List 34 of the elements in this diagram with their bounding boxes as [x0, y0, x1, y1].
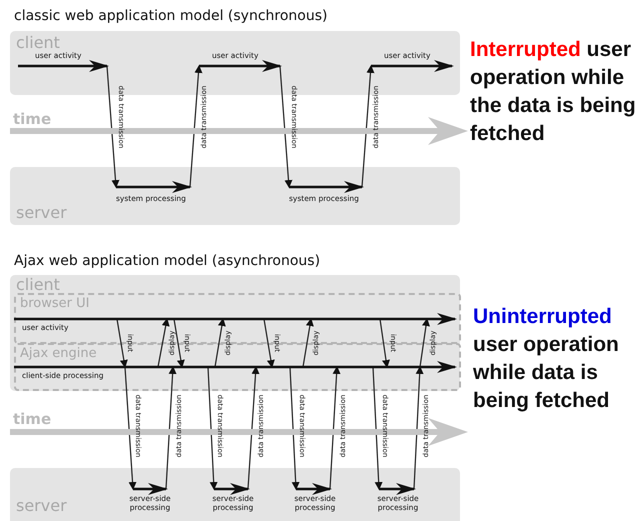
- lane-label: Ajax engine: [20, 347, 97, 360]
- arrow: [157, 318, 170, 368]
- axis-label: time: [13, 410, 52, 428]
- arrow: [124, 366, 137, 490]
- note-text: Interrupted user operation while the data is being fetched: [470, 37, 637, 147]
- lane-band: [10, 468, 460, 521]
- lane-label: server: [16, 205, 67, 221]
- arrow: [247, 366, 260, 490]
- arrow: [329, 366, 341, 490]
- arrow: [263, 318, 275, 368]
- arrow: [361, 65, 374, 188]
- arrow: [379, 318, 390, 368]
- arrow: [189, 65, 202, 188]
- arrow: [279, 66, 292, 188]
- section-heading: Ajax web application model (asynchronous): [14, 253, 320, 269]
- lane-label: server: [16, 498, 67, 514]
- arrow: [106, 66, 120, 188]
- lane-label: client: [16, 277, 60, 293]
- arrow: [116, 318, 128, 368]
- note-text: Uninterrupted user operation while data is being fetched: [473, 304, 620, 414]
- lane-label: client: [16, 35, 60, 51]
- lane-band: [10, 167, 460, 225]
- arrow: [302, 318, 314, 368]
- arrow: [289, 366, 300, 490]
- lane-band: [10, 275, 460, 391]
- arrow: [372, 366, 383, 490]
- lane-label: browser UI: [20, 297, 90, 310]
- arrow: [214, 318, 226, 368]
- arrow: [207, 366, 218, 490]
- arrow: [419, 318, 430, 368]
- axis-label: time: [13, 110, 52, 128]
- arrow: [413, 366, 424, 490]
- arrow: [165, 366, 177, 490]
- arrow: [173, 318, 185, 368]
